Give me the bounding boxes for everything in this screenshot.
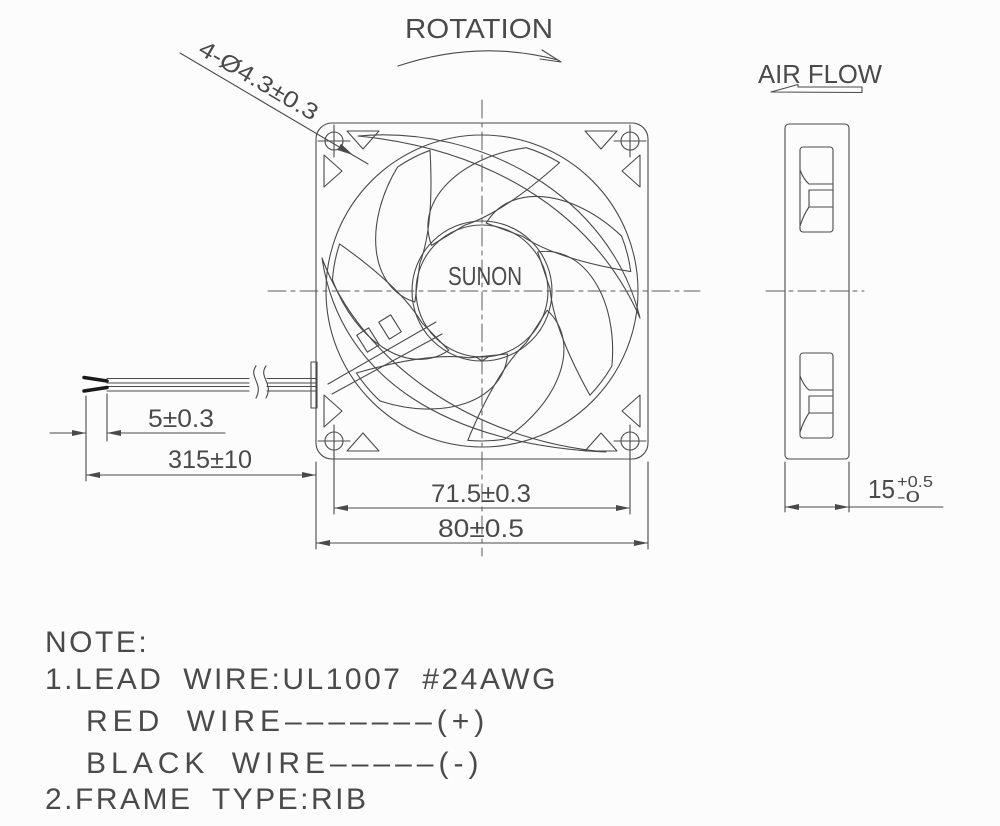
dim-mounting-holes-label: 4-Ø4.3±0.3 [195, 35, 324, 125]
airflow-label: AIR FLOW [758, 59, 882, 89]
mounting-holes [317, 124, 647, 458]
impeller-blades [331, 147, 632, 442]
dim-lead-strip-label: 5±0.3 [148, 405, 214, 433]
hub-brand-label: SUNON [448, 261, 522, 291]
dim-frame-size-lines [315, 461, 649, 550]
dim-thickness-lower-tol: -0 [897, 489, 920, 506]
corner-gussets [323, 130, 641, 452]
note-line-black-wire: BLACK WIRE–––––(-) [86, 747, 484, 780]
dim-hole-pitch-label: 71.5±0.3 [431, 480, 531, 508]
dim-thickness-lines [784, 461, 944, 513]
fan-front-view [310, 122, 649, 460]
dim-hole-pitch-lines [333, 451, 631, 515]
dim-frame-size-label: 80±0.5 [438, 515, 524, 543]
dim-thickness-label: 15 [868, 474, 895, 504]
dim-thickness-upper-tol: +0.5 [897, 474, 933, 491]
wire-break-symbol [253, 365, 259, 399]
note-line-lead-wire: 1.LEAD WIRE:UL1007 #24AWG [45, 663, 558, 696]
note-heading: NOTE: [45, 626, 150, 659]
mounting-hole-leader [179, 52, 369, 165]
rotation-label: ROTATION [405, 13, 553, 44]
wire-tip [82, 375, 109, 383]
dim-lead-length-label: 315±10 [168, 446, 252, 474]
note-line-frame-type: 2.FRAME TYPE:RIB [45, 783, 369, 816]
frame-ribs [321, 134, 641, 453]
fan-side-view [784, 123, 850, 460]
wire-channel-strut [310, 314, 443, 409]
rotation-arrow [397, 49, 562, 67]
centerlines [267, 99, 865, 557]
side-hole-bottom [799, 352, 834, 439]
side-frame [784, 123, 850, 460]
note-line-red-wire: RED WIRE–––––––(+) [86, 705, 490, 738]
wire-tip [82, 385, 109, 393]
dim-lead-length-lines [85, 461, 317, 550]
airflow-arrow [770, 83, 863, 94]
lead-wires [82, 365, 318, 399]
dimension-arrowheads [72, 143, 849, 546]
side-hole-top [799, 146, 834, 233]
